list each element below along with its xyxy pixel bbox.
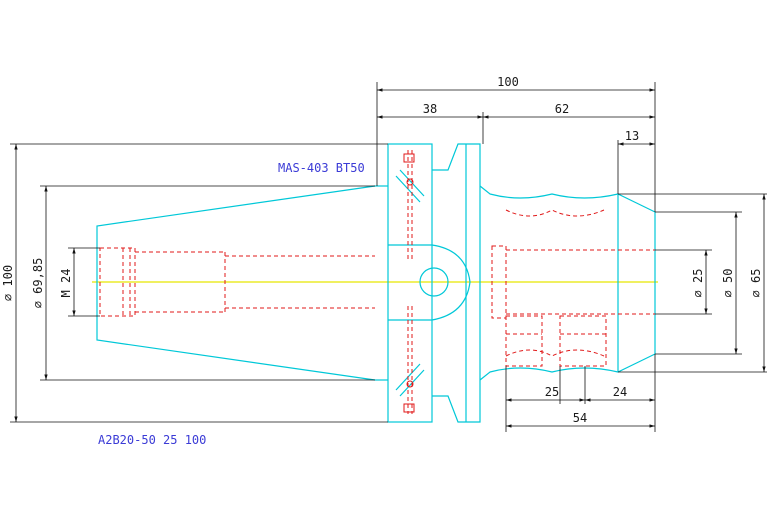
dim-bore-depth: 54 bbox=[573, 411, 587, 425]
hidden-lines bbox=[99, 150, 655, 414]
dim-nose-diameter: ⌀ 65 bbox=[749, 269, 763, 298]
dim-nose-span: 24 bbox=[613, 385, 627, 399]
holder-model-label: MAS-403 BT50 bbox=[278, 161, 365, 175]
dim-body-length: 62 bbox=[555, 102, 569, 116]
cross-hole bbox=[419, 267, 449, 297]
dim-taper-length: 38 bbox=[423, 102, 437, 116]
dim-nose-length: 13 bbox=[625, 129, 639, 143]
dimension-lines bbox=[10, 82, 767, 432]
dim-flange-diameter: ⌀ 100 bbox=[1, 265, 15, 301]
dim-set-screw-span: 25 bbox=[545, 385, 559, 399]
drive-key-details bbox=[403, 153, 415, 413]
part-code-label: A2B20-50 25 100 bbox=[98, 433, 206, 447]
dim-overall-length: 100 bbox=[497, 75, 519, 89]
holder-outline bbox=[96, 143, 656, 423]
dim-gauge-diameter: ⌀ 69,85 bbox=[31, 258, 45, 309]
dim-body-diameter: ⌀ 50 bbox=[721, 269, 735, 298]
dim-bore-diameter: ⌀ 25 bbox=[691, 269, 705, 298]
dim-thread: M 24 bbox=[59, 269, 73, 298]
